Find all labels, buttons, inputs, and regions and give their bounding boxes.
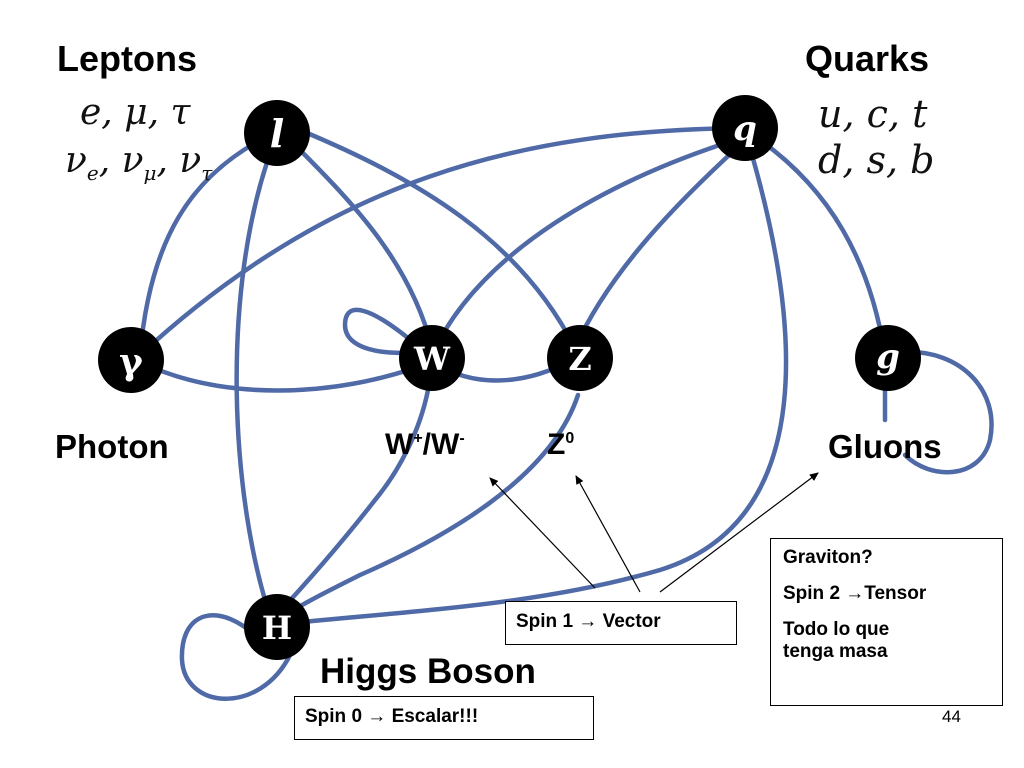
graviton-note-line1: Todo lo que [783,619,890,640]
node-photon-label: γ [119,341,143,383]
edge-quark-photon [137,125,748,358]
edge-lepton-photon [137,132,273,358]
node-quark: q [712,95,778,161]
w-boson-label: W+/W- [385,428,465,461]
spin1-text: Spin 1 → Vector [516,611,661,632]
leptons-charged: e, μ, τ [80,92,191,133]
graviton-spin: Spin 2 →Tensor [783,583,927,604]
node-w: W [399,325,465,391]
edge-photon-w [137,359,435,393]
leptons-title: Leptons [57,38,197,79]
node-lepton: l [244,100,310,166]
arrow-graviton-to-gluons [659,472,819,593]
quarks-row2: d, s, b [818,138,935,182]
edge-w-higgs [269,387,431,623]
graviton-note-line2: tenga masa [783,641,888,662]
quarks-row1: u, c, t [818,92,928,136]
edge-gluon-selfloop [882,349,994,475]
spin0-box: Spin 0 → Escalar!!! [294,696,594,740]
page-number: 44 [942,707,961,726]
node-gluon-label: g [876,337,900,377]
arrow-spin1-to-w [489,477,596,589]
quarks-title: Quarks [805,38,930,79]
arrow-spin1-to-z [575,475,641,593]
edge-higgs-selfloop [179,613,293,701]
edge-lepton-z [297,127,578,351]
edge-w-selfloop [342,307,423,355]
node-higgs: H [244,594,310,660]
node-z-label: Z [568,340,591,378]
node-gluon: g [855,325,921,391]
node-z: Z [547,325,613,391]
higgs-boson-label: Higgs Boson [320,652,536,691]
edge-quark-gluon [757,137,888,358]
edge-quark-w [429,137,738,358]
photon-label: Photon [55,428,169,465]
node-lepton-label: l [270,111,284,156]
node-photon: γ [98,327,164,393]
node-quark-label: q [733,109,757,149]
edge-lepton-higgs [234,145,275,625]
graviton-title: Graviton? [783,547,873,568]
edge-quark-z [572,142,743,351]
node-w-label: W [413,340,451,378]
leptons-neutrinos: νe, νμ, ντ [65,140,213,186]
gluons-label: Gluons [828,428,942,465]
graviton-box: Graviton? Spin 2 →Tensor Todo lo que ten… [770,538,1003,706]
z-boson-label: Z0 [547,428,575,461]
edge-quark-higgs [269,145,789,628]
spin1-box: Spin 1 → Vector [505,601,737,645]
node-higgs-label: H [262,609,292,647]
edge-lepton-w [287,137,435,351]
spin0-text: Spin 0 → Escalar!!! [305,706,479,727]
